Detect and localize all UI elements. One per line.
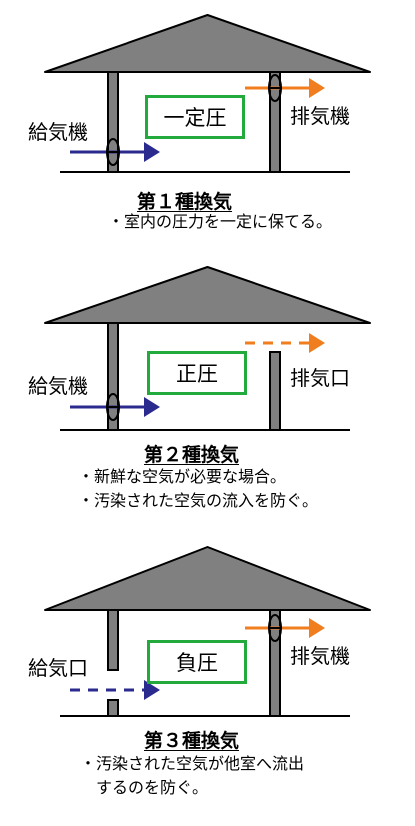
exhaust-arrow-head bbox=[309, 618, 325, 638]
pressure-box-3: 負圧 bbox=[147, 640, 247, 684]
note-line: するのを防ぐ。 bbox=[80, 778, 209, 797]
pressure-box-2: 正圧 bbox=[147, 351, 247, 395]
title-type1: 第１種換気 bbox=[137, 191, 233, 213]
exhaust-label-2: 排気口 bbox=[290, 366, 350, 390]
panel-type3: 給気口 排気機 負圧 第３種換気 ・汚染された空気が他室へ流出 するのを防ぐ。 bbox=[0, 530, 415, 826]
left-wall-lower bbox=[107, 699, 119, 717]
supply-arrow-head bbox=[144, 680, 160, 700]
roof bbox=[44, 266, 371, 324]
note-line: ・汚染された空気が他室へ流出 bbox=[80, 754, 305, 773]
supply-label-3: 給気口 bbox=[28, 656, 88, 680]
panel-type1: 給気機 排気機 一定圧 第１種換気 ・室内の圧力を一定に保てる。 bbox=[0, 0, 415, 255]
note-line: ・汚染された空気の流入を防ぐ。 bbox=[78, 491, 319, 510]
house-diagram-3 bbox=[44, 546, 371, 717]
supply-label-1: 給気機 bbox=[28, 120, 88, 144]
title-type2: 第２種換気 bbox=[144, 444, 240, 466]
house-structure-1 bbox=[44, 14, 371, 173]
title-type3: 第３種換気 bbox=[144, 730, 240, 752]
pressure-box-1: 一定圧 bbox=[145, 95, 245, 139]
roof bbox=[44, 14, 371, 73]
house-structure-2 bbox=[44, 266, 371, 431]
exhaust-label-3: 排気機 bbox=[290, 644, 350, 668]
exhaust-arrow-head bbox=[309, 78, 325, 98]
exhaust-arrow-head bbox=[309, 333, 325, 353]
notes-type3: ・汚染された空気が他室へ流出 するのを防ぐ。 bbox=[80, 752, 304, 800]
supply-arrow-head bbox=[144, 397, 160, 417]
right-wall-lower bbox=[269, 351, 281, 431]
roof bbox=[44, 546, 371, 611]
house-diagram-2 bbox=[44, 266, 371, 431]
exhaust-label-1: 排気機 bbox=[290, 104, 350, 128]
left-wall bbox=[107, 71, 119, 173]
right-wall bbox=[269, 609, 281, 717]
house-diagram-1 bbox=[44, 14, 371, 173]
left-wall bbox=[107, 322, 119, 431]
left-wall-upper bbox=[107, 609, 119, 671]
notes-type2: ・新鮮な空気が必要な場合。 ・汚染された空気の流入を防ぐ。 bbox=[78, 465, 318, 513]
supply-label-2: 給気機 bbox=[28, 374, 88, 398]
notes-type1: ・室内の圧力を一定に保てる。 bbox=[108, 210, 332, 234]
note-line: ・新鮮な空気が必要な場合。 bbox=[78, 467, 287, 486]
house-structure-3 bbox=[44, 546, 371, 717]
panel-type2: 給気機 排気口 正圧 第２種換気 ・新鮮な空気が必要な場合。 ・汚染された空気の… bbox=[0, 255, 415, 530]
note-line: ・室内の圧力を一定に保てる。 bbox=[108, 212, 333, 231]
supply-arrow-head bbox=[144, 142, 160, 162]
